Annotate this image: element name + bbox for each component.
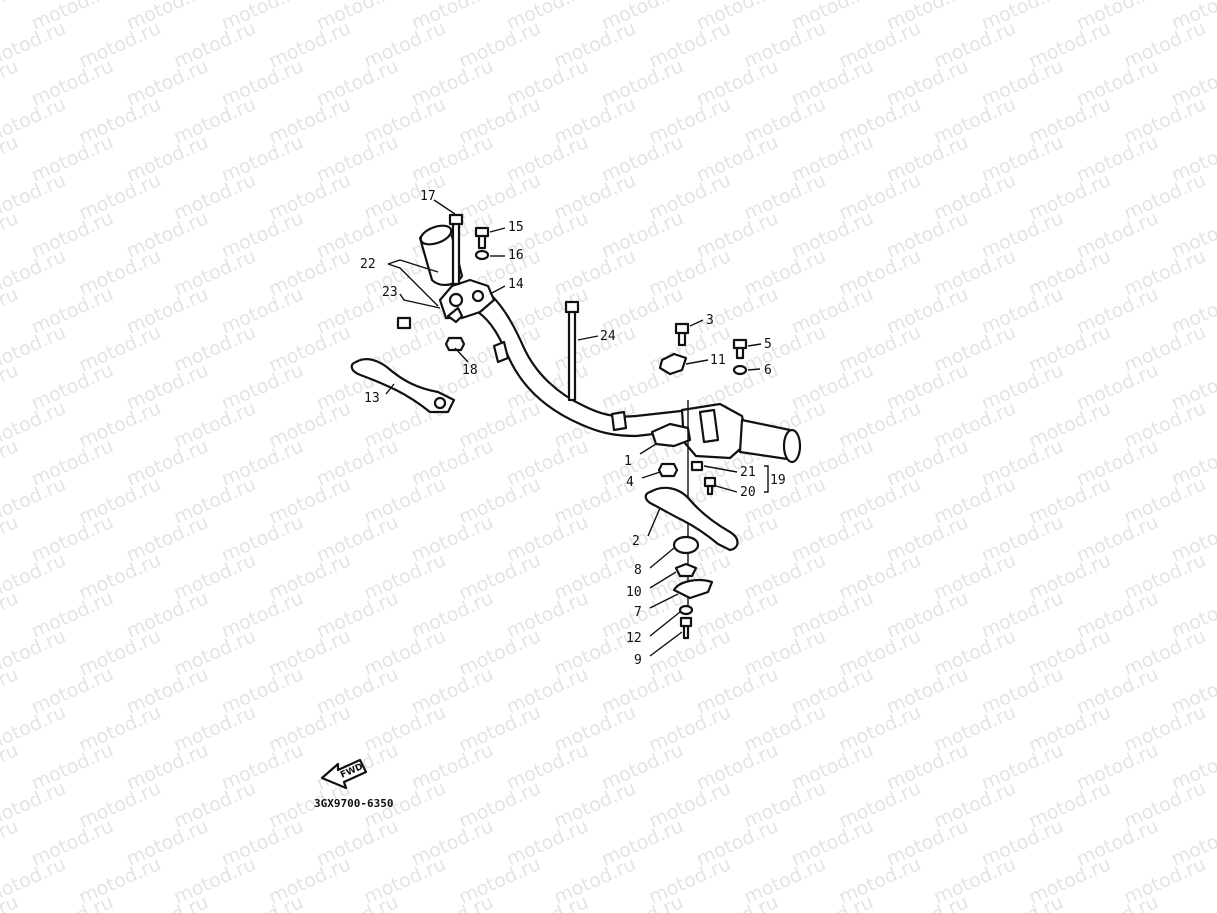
bolt-17 xyxy=(448,213,464,286)
bolt-5 xyxy=(732,338,748,360)
callout-8: 8 xyxy=(634,563,642,578)
nut-4 xyxy=(657,462,679,478)
callout-7: 7 xyxy=(634,605,642,620)
washer-6 xyxy=(732,364,748,376)
fwd-arrow: FWD xyxy=(320,758,368,790)
holder-hole xyxy=(448,292,464,308)
screw-20 xyxy=(703,476,717,496)
bolt-9 xyxy=(679,616,693,640)
collar-10 xyxy=(674,562,698,578)
callout-labels: 1 2 3 4 5 6 7 8 9 10 11 12 13 14 15 16 1… xyxy=(360,189,786,668)
screw-21 xyxy=(690,460,704,472)
cable-tie xyxy=(564,300,580,402)
handlebar-tube xyxy=(476,294,692,438)
callout-17: 17 xyxy=(420,189,436,204)
bushing-8 xyxy=(672,535,700,555)
callout-15: 15 xyxy=(508,220,524,235)
callout-18: 18 xyxy=(462,363,478,378)
left-lever xyxy=(350,358,456,414)
right-housing-detail xyxy=(698,408,720,444)
callout-3: 3 xyxy=(706,313,714,328)
callout-12: 12 xyxy=(626,631,642,646)
callout-20: 20 xyxy=(740,485,756,500)
leader-lines xyxy=(385,199,769,657)
holder-hole-2 xyxy=(471,289,485,303)
left-lever-pivot xyxy=(433,396,447,410)
callout-16: 16 xyxy=(508,248,524,263)
callout-5: 5 xyxy=(764,337,772,352)
right-grip-end xyxy=(782,428,802,464)
washer-12 xyxy=(678,604,694,616)
bolt-3 xyxy=(674,322,690,347)
bolt-23 xyxy=(396,316,412,330)
fwd-arrow-icon xyxy=(320,758,368,790)
bracket-7 xyxy=(672,579,714,600)
right-lever xyxy=(644,486,739,552)
bar-marking xyxy=(492,340,510,364)
callout-6: 6 xyxy=(764,363,772,378)
diagram-code: 3GX9700-6350 xyxy=(314,797,393,810)
holder-tab xyxy=(446,306,464,324)
callout-24: 24 xyxy=(600,329,616,344)
callout-2: 2 xyxy=(632,534,640,549)
callout-21: 21 xyxy=(740,465,756,480)
clamp-11 xyxy=(658,352,688,376)
callout-19: 19 xyxy=(770,473,786,488)
callout-10: 10 xyxy=(626,585,642,600)
callout-14: 14 xyxy=(508,277,524,292)
washer-16 xyxy=(474,249,490,261)
callout-23: 23 xyxy=(382,285,398,300)
callout-4: 4 xyxy=(626,475,634,490)
callout-11: 11 xyxy=(710,353,726,368)
callout-22: 22 xyxy=(360,257,376,272)
bar-marking-2 xyxy=(610,410,628,432)
callout-13: 13 xyxy=(364,391,380,406)
bolt-15 xyxy=(474,226,490,250)
left-grip-end xyxy=(419,224,453,246)
callout-1: 1 xyxy=(624,454,632,469)
nut-18 xyxy=(444,336,466,352)
callout-9: 9 xyxy=(634,653,642,668)
